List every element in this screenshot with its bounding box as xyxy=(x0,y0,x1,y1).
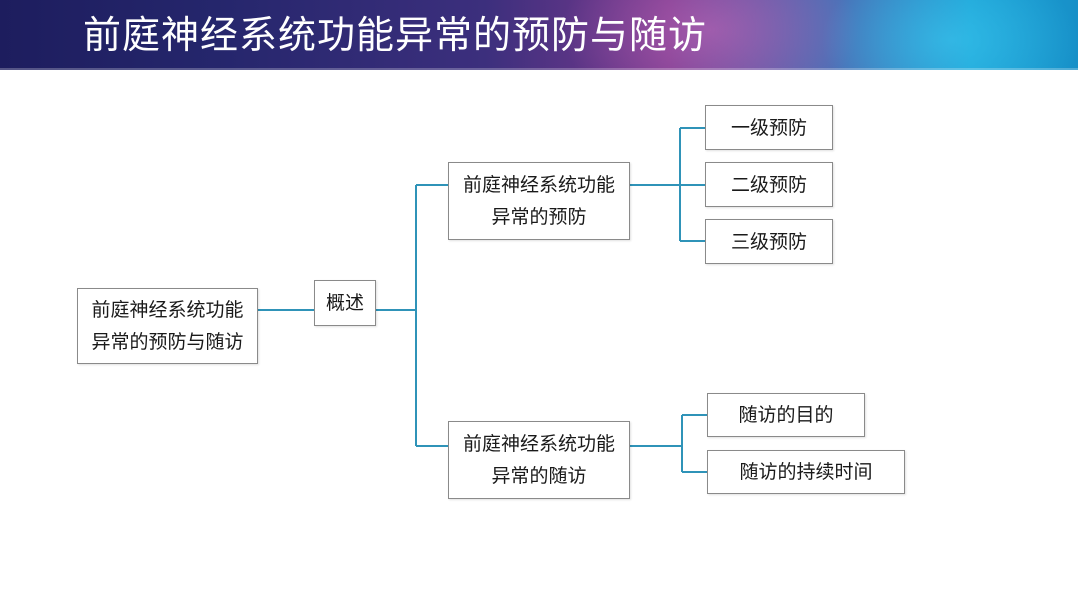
followup-branch-line1: 前庭神经系统功能 xyxy=(462,433,615,455)
followup-branch-node: 前庭神经系统功能 异常的随访 xyxy=(448,421,630,499)
primary-prevention-node: 一级预防 xyxy=(705,105,833,150)
overview-node: 概述 xyxy=(314,280,376,326)
followup-branch-line2: 异常的随访 xyxy=(491,465,587,487)
overview-node-label: 概述 xyxy=(325,292,364,314)
followup-duration-label: 随访的持续时间 xyxy=(739,461,873,483)
secondary-prevention-label: 二级预防 xyxy=(730,173,807,196)
prevention-branch-line2: 异常的预防 xyxy=(491,206,587,228)
followup-purpose-node: 随访的目的 xyxy=(707,393,865,437)
tertiary-prevention-label: 三级预防 xyxy=(730,230,807,253)
title-banner: 前庭神经系统功能异常的预防与随访 xyxy=(0,0,1078,70)
slide-title: 前庭神经系统功能异常的预防与随访 xyxy=(83,13,708,57)
root-node-line1: 前庭神经系统功能 xyxy=(91,299,244,321)
prevention-branch-line1: 前庭神经系统功能 xyxy=(462,174,615,196)
primary-prevention-label: 一级预防 xyxy=(730,116,807,139)
banner-edge xyxy=(0,68,1078,70)
prevention-branch-node: 前庭神经系统功能 异常的预防 xyxy=(448,162,630,240)
followup-duration-node: 随访的持续时间 xyxy=(707,450,905,494)
banner-glow xyxy=(820,0,1078,70)
root-node: 前庭神经系统功能 异常的预防与随访 xyxy=(77,288,258,364)
tertiary-prevention-node: 三级预防 xyxy=(705,219,833,264)
banner-glow xyxy=(560,0,860,70)
followup-purpose-label: 随访的目的 xyxy=(738,404,834,426)
root-node-line2: 异常的预防与随访 xyxy=(91,331,244,353)
secondary-prevention-node: 二级预防 xyxy=(705,162,833,207)
